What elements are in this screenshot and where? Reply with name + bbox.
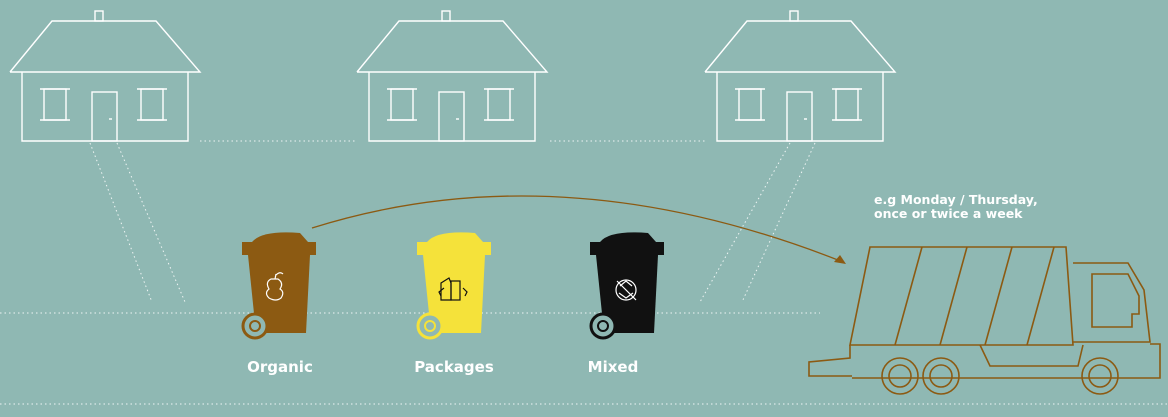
window-right [141, 89, 163, 120]
house [357, 11, 547, 141]
bin-mixed [590, 232, 664, 338]
house [705, 11, 895, 141]
door [92, 92, 117, 141]
collection-arrow [312, 196, 843, 262]
truck-rear [809, 345, 852, 376]
path-line [700, 143, 790, 302]
bin-label-packages: Packages [398, 358, 510, 376]
path-line [117, 143, 185, 302]
chimney [95, 11, 103, 21]
collection-schedule-label: e.g Monday / Thursday, once or twice a w… [874, 193, 1038, 221]
bin-organic [242, 232, 316, 338]
path-line [742, 143, 815, 302]
truck-window [1092, 274, 1139, 327]
schedule-line-1: e.g Monday / Thursday, [874, 193, 1038, 207]
window-left [44, 89, 66, 120]
truck-wheel-3 [1082, 358, 1118, 394]
truck-wheel-1 [882, 358, 918, 394]
bin-packages [417, 232, 491, 338]
schedule-line-2: once or twice a week [874, 207, 1038, 221]
truck-wheel-2 [923, 358, 959, 394]
truck-compactor [850, 247, 1073, 345]
path-line [90, 143, 152, 302]
garbage-truck [809, 247, 1160, 394]
house [10, 11, 200, 141]
bin-label-organic: Organic [230, 358, 330, 376]
bin-label-mixed: Mixed [578, 358, 648, 376]
roof [10, 21, 200, 72]
